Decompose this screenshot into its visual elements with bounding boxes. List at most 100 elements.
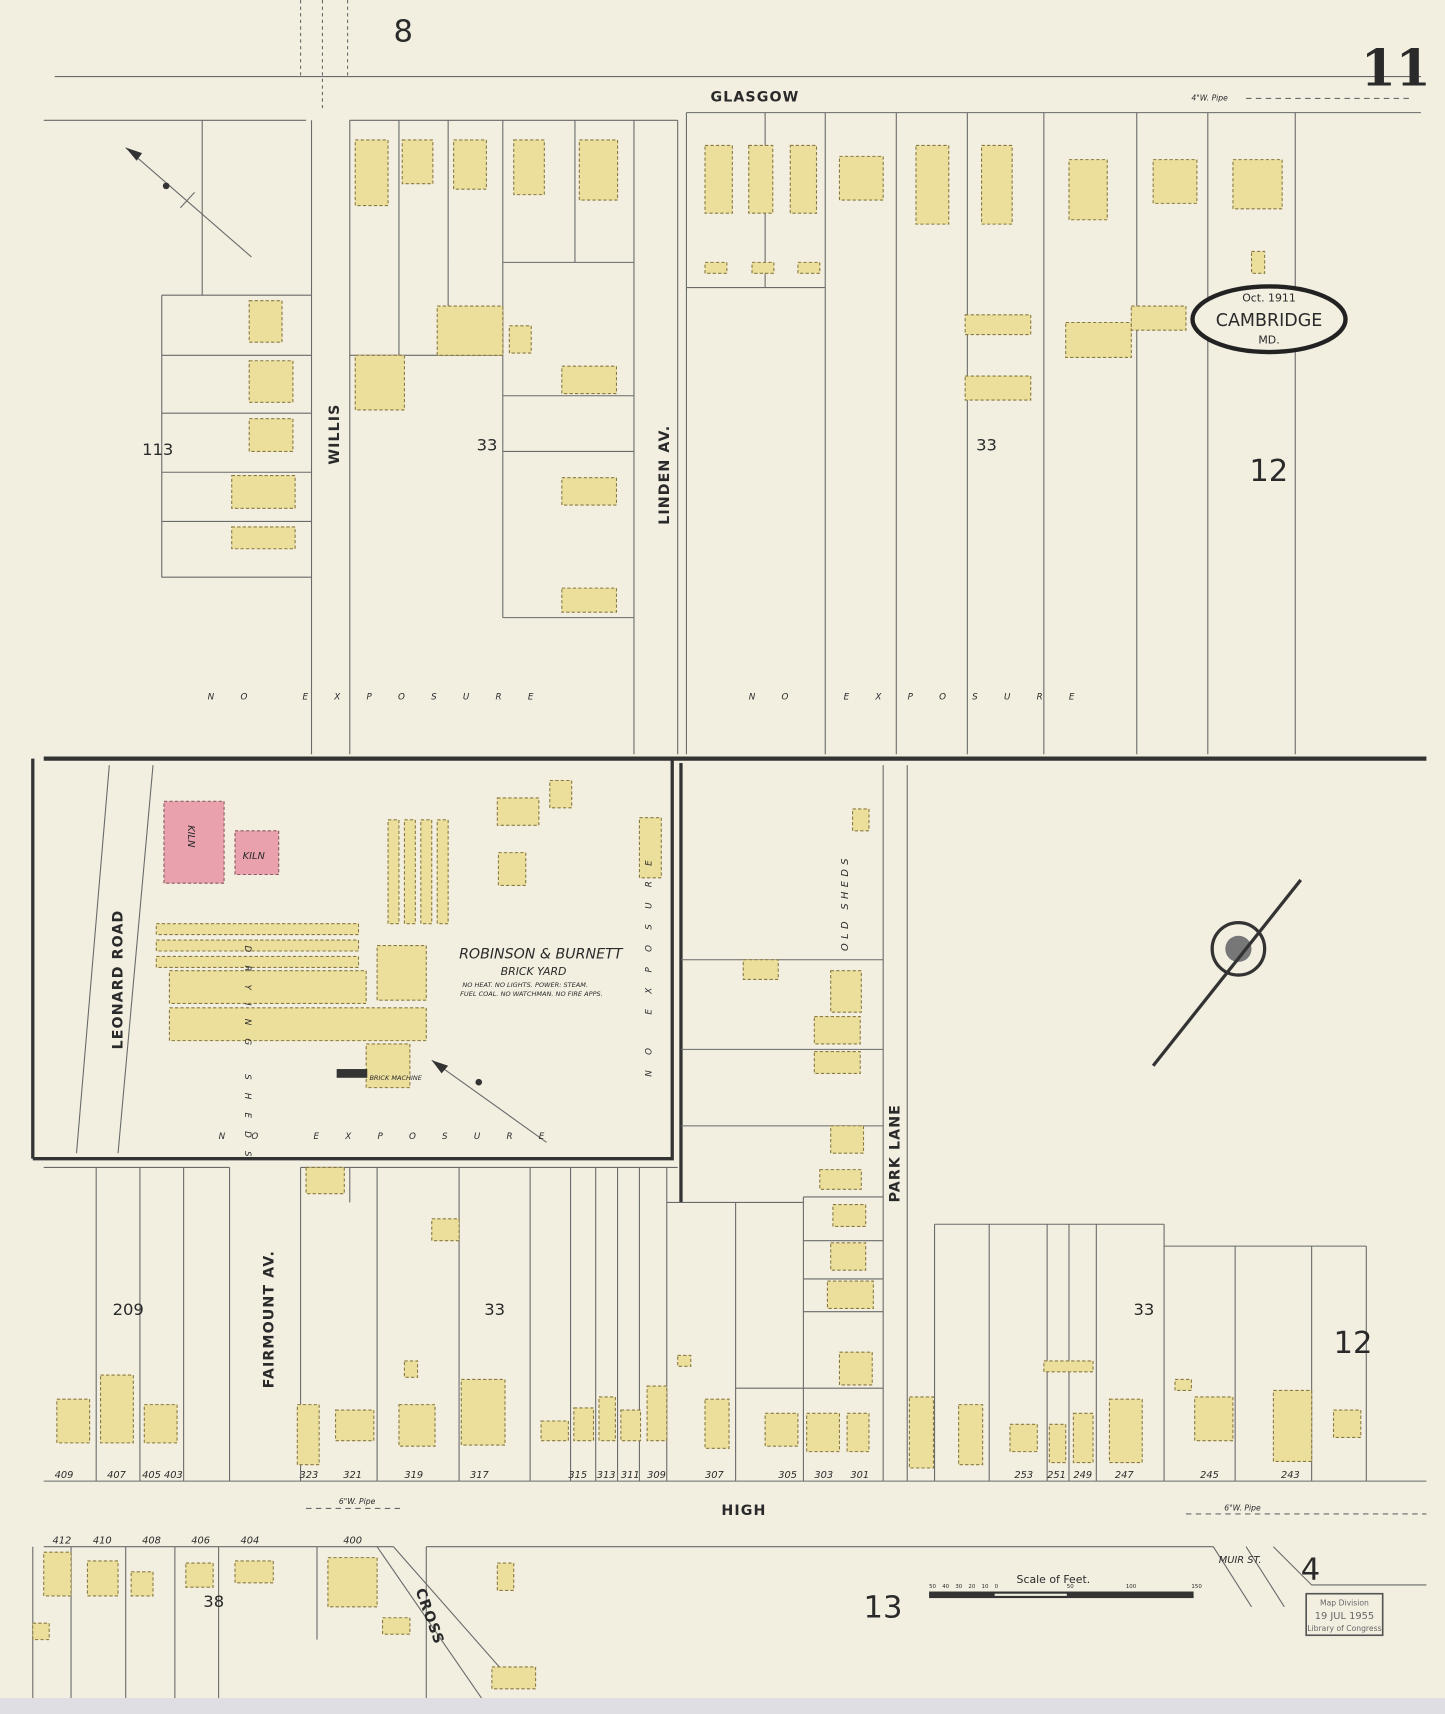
scale-tick-label: 40 (942, 1584, 949, 1590)
building (598, 1396, 616, 1442)
drying-shed (155, 955, 360, 968)
building (1068, 159, 1108, 221)
drying-shed (387, 819, 400, 925)
street-label-muir: MUIR ST. (1219, 1555, 1262, 1566)
building (704, 261, 728, 274)
building (561, 477, 618, 506)
scale-tick-label: 100 (1126, 1584, 1137, 1590)
address-number: 317 (470, 1470, 490, 1481)
scale-tick-label: 0 (995, 1584, 999, 1590)
pipe-label: 4"W. Pipe (1191, 94, 1228, 103)
address-number: 309 (647, 1470, 666, 1481)
building (231, 526, 296, 550)
building (401, 139, 434, 185)
building (32, 1622, 50, 1641)
building (830, 970, 862, 1013)
building (248, 300, 283, 343)
building (852, 808, 870, 832)
building (234, 1560, 274, 1584)
address-number: 313 (597, 1470, 616, 1481)
building (838, 1351, 873, 1386)
stamp-line: Library of Congress (1307, 1624, 1381, 1633)
building (677, 1354, 692, 1367)
building (403, 1360, 419, 1378)
title-cartouche: Oct. 1911 CAMBRIDGE MD. (1190, 284, 1348, 355)
scale-tick-label: 30 (955, 1584, 962, 1590)
building (540, 1420, 569, 1442)
block-number: 12 (1249, 454, 1288, 489)
street-label-linden: LINDEN AV. (657, 425, 673, 525)
brickyard-note: NO HEAT. NO LIGHTS. POWER: STEAM. (462, 981, 588, 989)
address-number: 315 (568, 1470, 587, 1481)
building (305, 1166, 345, 1195)
building (496, 797, 540, 826)
building (764, 1412, 799, 1447)
address-number: 409 (55, 1470, 74, 1481)
drying-shed (155, 939, 360, 952)
address-number: 245 (1200, 1470, 1219, 1481)
building (453, 139, 487, 190)
boiler (336, 1069, 368, 1078)
building (789, 144, 818, 214)
adjoining-sheet-bottom: 13 (864, 1591, 903, 1626)
drying-shed (403, 819, 416, 925)
building (751, 261, 775, 274)
building (231, 474, 296, 509)
address-number: 407 (107, 1470, 127, 1481)
address-number: 406 (191, 1535, 210, 1546)
brickyard-note: FUEL COAL. NO WATCHMAN. NO FIRE APPS. (460, 990, 603, 998)
address-number: 321 (343, 1470, 362, 1481)
street-label-glasgow: GLASGOW (710, 90, 799, 106)
drying-shed (168, 970, 367, 1005)
brickyard-type: BRICK YARD (501, 965, 567, 978)
building (819, 1169, 862, 1190)
building (56, 1398, 91, 1444)
building (335, 1409, 375, 1442)
building (296, 1404, 320, 1466)
building (908, 1396, 935, 1469)
drying-shed (420, 819, 433, 925)
address-number: 243 (1281, 1470, 1300, 1481)
drying-sheds-label: DRYING SHEDS (242, 946, 252, 1170)
pipe-label: 6"W. Pipe (1224, 1504, 1261, 1513)
building (797, 261, 821, 274)
no-exposure-label: NO EXPOSURE (749, 693, 1101, 703)
buildings (32, 139, 1362, 1690)
drying-shed (436, 819, 449, 925)
no-exposure-label: NO EXPOSURE (644, 845, 654, 1077)
building (1250, 250, 1266, 274)
building (513, 139, 545, 196)
building (354, 354, 405, 411)
building (497, 852, 527, 886)
street-label-leonard: LEONARD ROAD (110, 910, 126, 1050)
street-and-lot-lines (31, 0, 1427, 1706)
building (508, 325, 532, 354)
building (1065, 321, 1132, 359)
building (915, 144, 950, 225)
building (1152, 159, 1198, 204)
building (1174, 1378, 1192, 1391)
address-number: 319 (404, 1470, 423, 1481)
street-label-fairmount: FAIRMOUNT AV. (261, 1250, 277, 1388)
scale-tick-label: 50 (929, 1584, 936, 1590)
building (620, 1409, 642, 1442)
building (964, 314, 1032, 336)
north-arrow-icon (125, 147, 547, 1143)
building (561, 587, 618, 613)
adjoining-sheet-top: 8 (393, 15, 412, 50)
cartouche-state: MD. (1258, 333, 1279, 346)
building (143, 1404, 178, 1444)
address-number: 301 (850, 1470, 869, 1481)
address-number: 403 (164, 1470, 183, 1481)
kiln-label: KILN (243, 851, 266, 862)
building (578, 139, 619, 201)
building (813, 1051, 861, 1074)
building (1043, 1360, 1094, 1373)
block-number: 33 (477, 435, 498, 454)
building (185, 1562, 214, 1588)
building (813, 1016, 861, 1045)
scale-title: Scale of Feet. (1017, 1573, 1091, 1586)
kiln (163, 800, 225, 884)
